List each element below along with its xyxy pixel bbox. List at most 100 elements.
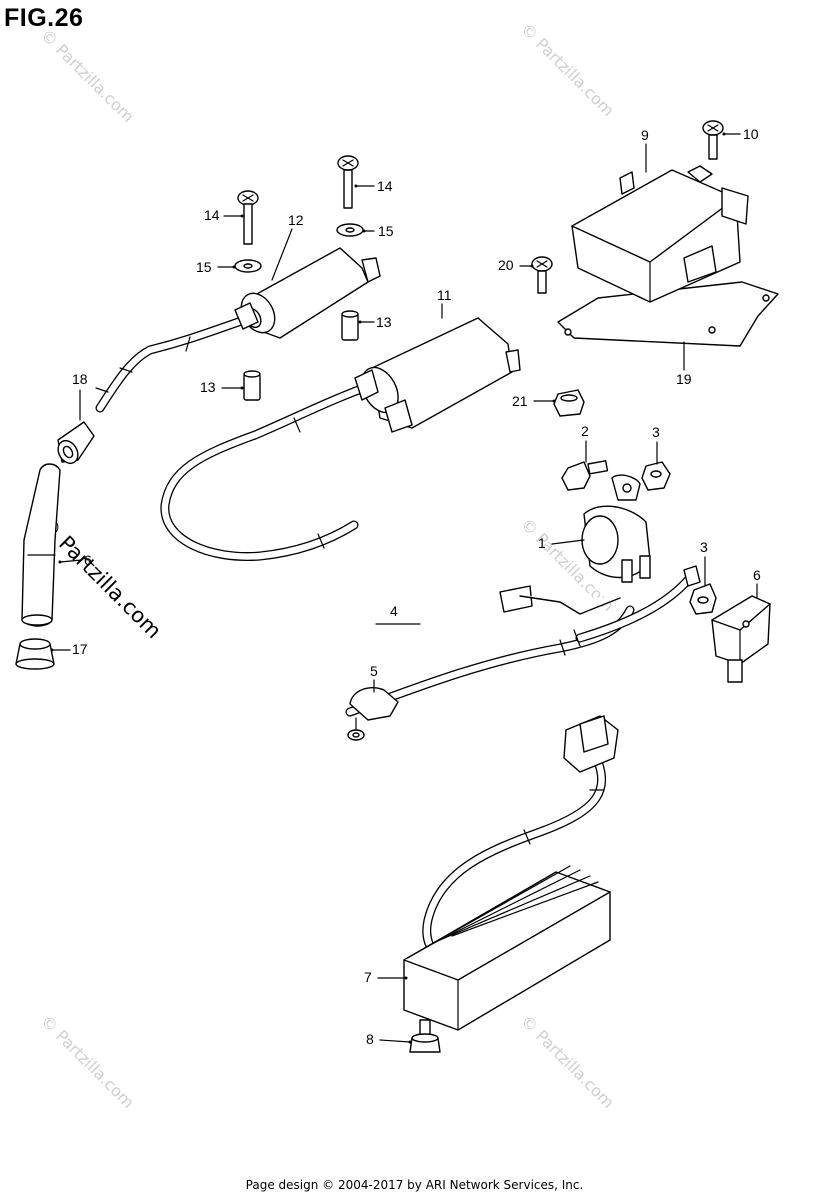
callout-leader-c12 bbox=[271, 228, 293, 281]
leader-dot-7 bbox=[530, 264, 534, 268]
callout-c11: 11 bbox=[437, 287, 452, 319]
leader-dot-6 bbox=[722, 132, 726, 136]
bracket-19[interactable] bbox=[557, 281, 779, 347]
leader-dot-12 bbox=[408, 1040, 412, 1044]
callout-label-c15b: 15 bbox=[196, 259, 212, 275]
callout-label-c14b: 14 bbox=[204, 207, 220, 223]
callout-c9: 9 bbox=[641, 127, 649, 173]
watermark-bottom-left: © Partzilla.com bbox=[37, 1011, 138, 1112]
callout-c18: 18 bbox=[72, 371, 88, 421]
callout-label-c6a: 6 bbox=[753, 567, 761, 583]
leader-dot-1 bbox=[362, 229, 366, 233]
callout-label-c3a: 3 bbox=[652, 424, 660, 440]
washer-15-right[interactable] bbox=[336, 223, 364, 237]
relay-cover-6[interactable] bbox=[711, 595, 771, 683]
leader-dot-5 bbox=[232, 265, 236, 269]
callout-label-c17: 17 bbox=[72, 641, 88, 657]
leader-dot-9 bbox=[50, 648, 54, 652]
leader-dot-2 bbox=[358, 320, 362, 324]
watermark-top-right: © Partzilla.com bbox=[517, 19, 618, 120]
callout-leader-c1 bbox=[551, 539, 585, 545]
nut-3-lower[interactable] bbox=[689, 583, 717, 615]
callout-c21: 21 bbox=[512, 393, 555, 409]
battery-terminal-5[interactable] bbox=[347, 686, 399, 741]
callout-label-c19: 19 bbox=[676, 371, 692, 387]
callout-c20: 20 bbox=[498, 257, 533, 273]
nut-3-upper[interactable] bbox=[641, 461, 671, 491]
leader-dot-4 bbox=[240, 214, 244, 218]
callout-c5: 5 bbox=[370, 663, 378, 693]
footer-copyright: Page design © 2004-2017 by ARI Network S… bbox=[245, 1178, 584, 1192]
callout-c4: 4 bbox=[375, 603, 421, 625]
callout-c8: 8 bbox=[366, 1031, 411, 1047]
nut-21[interactable] bbox=[553, 389, 585, 417]
screw-10[interactable] bbox=[702, 120, 724, 160]
callout-c1: 1 bbox=[538, 535, 585, 551]
callout-c14b: 14 bbox=[204, 207, 243, 223]
watermark-bottom-right: © Partzilla.com bbox=[517, 1011, 618, 1112]
callout-label-c15a: 15 bbox=[378, 223, 394, 239]
callout-c13a: 13 bbox=[359, 314, 392, 330]
bolt-14-right[interactable] bbox=[337, 155, 359, 209]
callout-label-c21: 21 bbox=[512, 393, 528, 409]
igniter-unit-9[interactable] bbox=[571, 165, 749, 303]
plug-cap-16[interactable] bbox=[21, 463, 61, 627]
callout-label-c5: 5 bbox=[370, 663, 378, 679]
callout-label-c14a: 14 bbox=[377, 178, 393, 194]
leader-dot-8 bbox=[552, 399, 556, 403]
watermark-top-left: © Partzilla.com bbox=[37, 25, 138, 126]
callout-c17: 17 bbox=[51, 641, 88, 657]
callout-label-c11: 11 bbox=[437, 287, 452, 303]
callout-leader-c6b bbox=[59, 559, 83, 563]
callout-c6a: 6 bbox=[753, 567, 761, 599]
callout-c2: 2 bbox=[581, 423, 589, 463]
callout-label-c6b: 6 bbox=[84, 552, 92, 568]
callout-c19: 19 bbox=[676, 341, 692, 387]
callout-label-c9: 9 bbox=[641, 127, 649, 143]
leader-dot-0 bbox=[354, 184, 358, 188]
screw-20[interactable] bbox=[531, 256, 553, 294]
callout-c15a: 15 bbox=[363, 223, 394, 239]
callout-c15b: 15 bbox=[196, 259, 235, 275]
callout-c14a: 14 bbox=[355, 178, 393, 194]
callout-c13b: 13 bbox=[200, 379, 243, 395]
callout-c7: 7 bbox=[364, 969, 407, 985]
callout-label-c1: 1 bbox=[538, 535, 546, 551]
leader-dot-3 bbox=[240, 386, 244, 390]
callout-label-c2: 2 bbox=[581, 423, 589, 439]
callout-label-c8: 8 bbox=[366, 1031, 374, 1047]
bolt-8[interactable] bbox=[409, 1019, 441, 1053]
ignition-coil-11[interactable] bbox=[160, 317, 521, 562]
plug-connector-18[interactable] bbox=[54, 421, 95, 467]
spacer-13-lower[interactable] bbox=[243, 370, 261, 401]
callout-c6b: 6 bbox=[59, 552, 92, 568]
callout-c3a: 3 bbox=[652, 424, 660, 465]
cap-cover-17[interactable] bbox=[15, 638, 55, 670]
leader-dot-11 bbox=[404, 976, 408, 980]
callout-label-c20: 20 bbox=[498, 257, 514, 273]
bolt-14-left[interactable] bbox=[237, 190, 259, 245]
callout-c3b: 3 bbox=[700, 539, 708, 587]
regulator-rectifier-7[interactable] bbox=[403, 715, 619, 1031]
callout-label-c13b: 13 bbox=[200, 379, 216, 395]
callout-label-c3b: 3 bbox=[700, 539, 708, 555]
starter-relay-1[interactable] bbox=[345, 474, 701, 717]
callout-label-c7: 7 bbox=[364, 969, 372, 985]
ignition-coil-12[interactable] bbox=[95, 247, 381, 413]
leader-dot-10 bbox=[58, 560, 62, 564]
callout-label-c10: 10 bbox=[743, 126, 759, 142]
callout-label-c18: 18 bbox=[72, 371, 88, 387]
washer-15-left[interactable] bbox=[234, 259, 262, 273]
callout-label-c12: 12 bbox=[288, 212, 304, 228]
callout-leader-c8 bbox=[379, 1039, 411, 1043]
spacer-13-upper[interactable] bbox=[341, 310, 359, 341]
callout-c10: 10 bbox=[723, 126, 759, 142]
bolt-2[interactable] bbox=[561, 460, 609, 491]
callout-label-c13a: 13 bbox=[376, 314, 392, 330]
callout-c12: 12 bbox=[271, 212, 304, 281]
figure-title: FIG.26 bbox=[4, 4, 84, 32]
callout-label-c4: 4 bbox=[390, 603, 398, 619]
